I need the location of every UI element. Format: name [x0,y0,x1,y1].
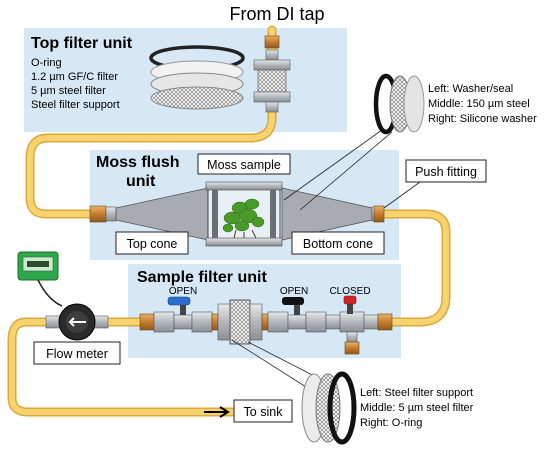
push-fitting-label: Push fitting [415,165,477,179]
moss-sample-label: Moss sample [207,158,281,172]
valve-handle-icon[interactable] [167,296,191,315]
push-fitting-leader [383,181,421,209]
washer-leader-line [299,131,393,211]
moss-plant [222,198,265,239]
flow-meter-label: Flow meter [46,347,108,361]
valve-2-state: OPEN [280,286,308,297]
flow-meter-display-icon [17,251,63,307]
filter-callout-line: Middle: 5 µm steel filter [360,402,474,414]
top-brass-fitting [264,35,280,49]
valve-handle-icon[interactable] [282,297,304,315]
washer-callout-line: Middle: 150 µm steel [428,98,530,110]
washer-callout-line: Left: Washer/seal [428,83,513,95]
top-filter-discs [149,45,245,110]
washer-leader-line [283,129,383,201]
filter-leader-line [231,339,315,393]
valve-3-state: CLOSED [329,286,370,297]
top-filter-item: 1.2 µm GF/C filter [31,71,118,83]
sink-label-box: To sink [233,399,293,423]
filter-callout-line: Left: Steel filter support [360,387,473,399]
valve-handle-icon[interactable] [343,295,357,314]
sink-arrow-icon [204,406,230,418]
sample-filter-line [139,299,393,355]
flow-meter-label-box: Flow meter [33,341,121,365]
flow-meter-body [45,303,109,341]
top-filter-item: O-ring [31,57,62,69]
flow-direction-arrow-icon [68,317,86,327]
bottom-filter-discs [301,371,357,445]
sample-filter-title: Sample filter unit [137,269,267,286]
washer-discs [373,73,425,135]
top-filter-item: 5 µm steel filter [31,85,106,97]
bottom-cone-label: Bottom cone [303,237,373,251]
source-label: From DI tap [229,4,324,24]
filter-callout-line: Right: O-ring [360,417,422,429]
sink-label: To sink [244,405,284,419]
moss-flush-title-line2: unit [126,173,156,190]
moss-sample-label-box: Moss sample [197,153,291,175]
bottom-cone-label-box: Bottom cone [291,231,385,255]
moss-flush-chamber [89,181,385,247]
valve-1-state: OPEN [169,286,197,297]
moss-flush-title-line1: Moss flush [96,154,180,171]
top-filter-item: Steel filter support [31,99,120,111]
washer-callout-line: Right: Silicone washer [428,113,537,125]
top-filter-housing [253,49,291,113]
top-cone-label-box: Top cone [115,231,189,255]
push-fitting-label-box: Push fitting [405,159,487,183]
top-filter-title: Top filter unit [31,35,133,52]
top-cone-label: Top cone [127,237,178,251]
